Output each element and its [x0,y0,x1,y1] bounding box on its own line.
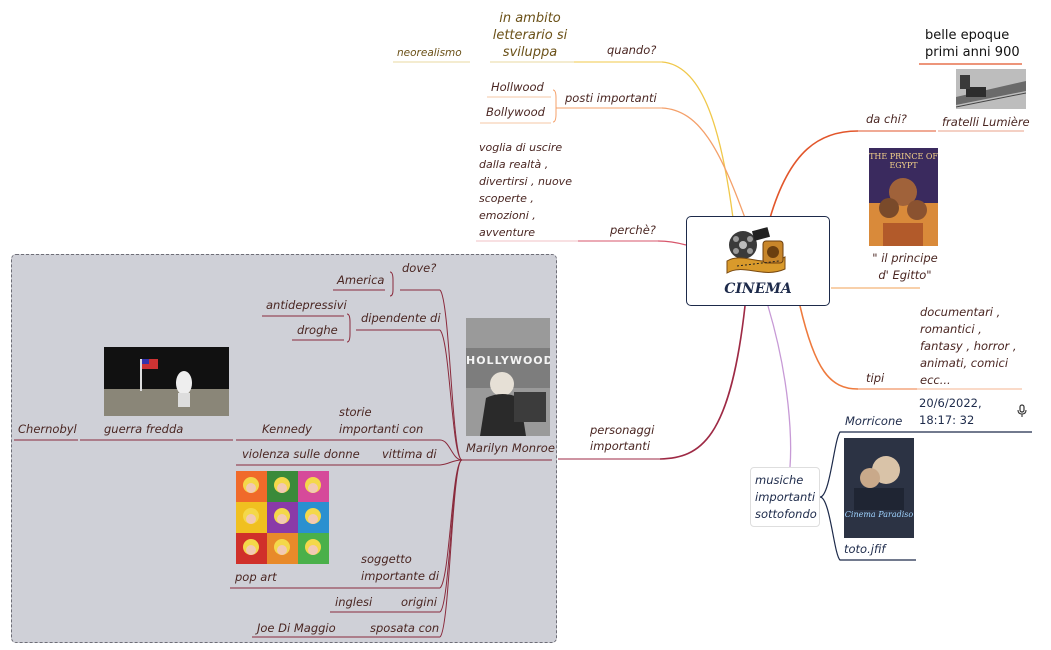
marilyn-hollywood-image: HOLLYWOOD [466,318,550,436]
branch-tipi[interactable]: tipi [866,371,885,385]
central-topic-title: CINEMA [724,281,792,297]
branch-vittima-di[interactable]: vittima di [382,447,437,461]
node-neorealismo[interactable]: neorealismo [397,47,462,59]
branch-posti-importanti[interactable]: posti importanti [565,91,657,105]
node-kennedy[interactable]: Kennedy [262,422,312,436]
node-inglesi[interactable]: inglesi [335,595,373,609]
node-fratelli-lumiere[interactable]: fratelli Lumière [942,115,1030,129]
audio-note-timestamp[interactable]: 20/6/2022, 18:17: 32 [919,396,982,427]
node-antidepressivi[interactable]: antidepressivi [266,298,347,312]
note-primi-anni[interactable]: primi anni 900 [925,45,1020,60]
node-bollywood[interactable]: Bollywood [486,105,545,119]
node-droghe[interactable]: droghe [297,323,338,337]
node-hollwood[interactable]: Hollwood [491,80,544,94]
central-topic-cinema[interactable]: CINEMA [686,216,830,306]
note-belle-epoque[interactable]: belle epoque [925,28,1010,43]
node-violenza-sulle-donne[interactable]: violenza sulle donne [242,447,360,461]
node-chernobyl[interactable]: Chernobyl [18,422,77,436]
node-guerra-fredda[interactable]: guerra fredda [104,422,184,436]
branch-storie-importanti[interactable]: storie importanti con [339,405,424,436]
poster-title: THE PRINCE OF EGYPT [869,152,938,170]
microphone-icon[interactable] [1017,404,1027,418]
node-voglia-di-uscire[interactable]: voglia di uscire dalla realtà , divertir… [479,141,572,239]
branch-personaggi-importanti[interactable]: personaggi importanti [590,423,655,453]
node-marilyn-monroe[interactable]: Marilyn Monroe [466,441,555,455]
branch-quando[interactable]: quando? [607,43,657,57]
node-toto-file[interactable]: toto.jfif [844,542,886,556]
poster-paradiso-title: Cinema Paradiso [844,510,914,519]
node-in-ambito[interactable]: in ambito letterario si sviluppa [492,11,568,60]
branch-perche[interactable]: perchè? [610,223,656,237]
film-reel-icon [726,227,786,274]
hollywood-sign-text: HOLLYWOOD [466,354,550,367]
branch-origini[interactable]: origini [401,595,437,609]
branch-soggetto-importante[interactable]: soggetto importante di [361,552,440,583]
node-pop-art[interactable]: pop art [235,570,277,584]
node-il-principe-caption[interactable]: " il principe d' Egitto" [872,251,938,282]
lumiere-train-image [956,69,1026,109]
node-joe-di-maggio[interactable]: Joe Di Maggio [257,621,336,635]
branch-dipendente-di[interactable]: dipendente di [361,311,441,325]
node-tipi-list[interactable]: documentari , romantici , fantasy , horr… [920,305,1017,387]
moon-landing-image [104,347,229,416]
branch-sposata-con[interactable]: sposata con [370,621,440,635]
branch-da-chi[interactable]: da chi? [866,112,907,126]
prince-of-egypt-poster: THE PRINCE OF EGYPT [869,148,938,246]
pop-art-warhol-grid [236,471,329,564]
branch-musiche[interactable]: musiche importanti sottofondo [750,467,820,527]
node-morricone[interactable]: Morricone [845,414,903,428]
branch-dove[interactable]: dove? [402,261,437,275]
musiche-label: musiche importanti sottofondo [755,473,817,521]
node-america[interactable]: America [337,273,385,287]
cinema-paradiso-poster: Cinema Paradiso [844,438,914,538]
